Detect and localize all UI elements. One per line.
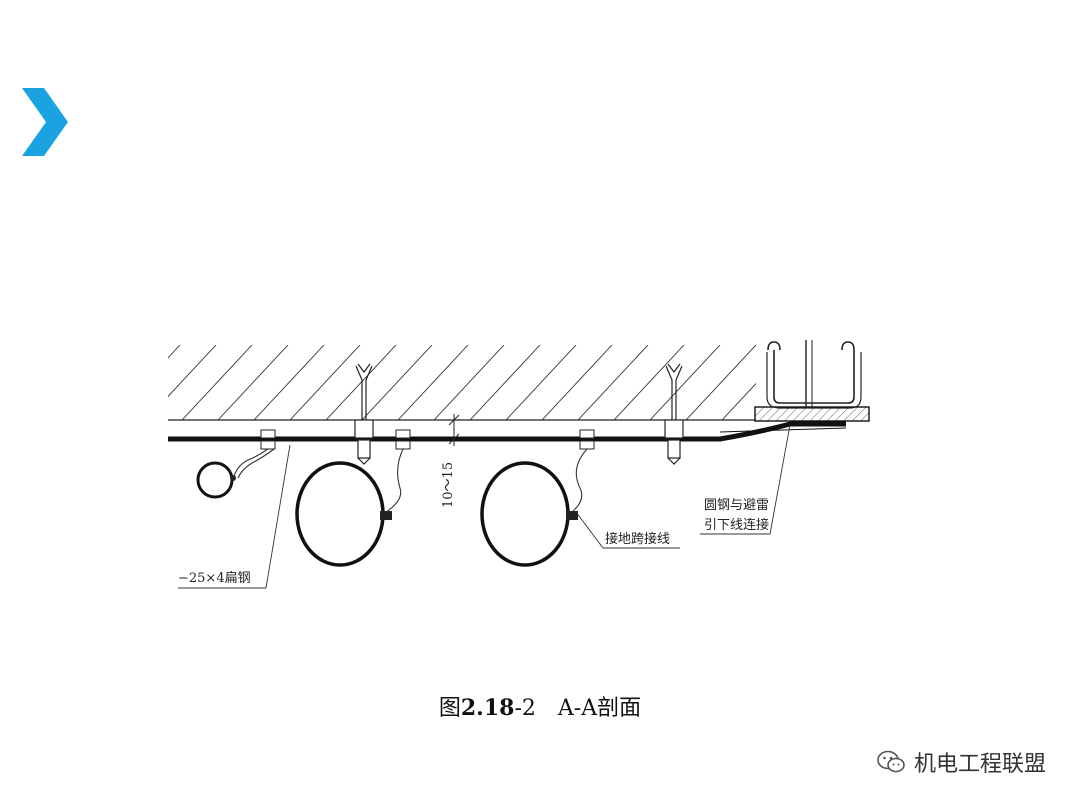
- dimension-marker: [448, 414, 460, 446]
- connection-label-2: 引下线连接: [704, 517, 769, 533]
- bolt-1: [260, 429, 276, 450]
- pipe-1: [295, 461, 385, 567]
- leader-lines: [178, 424, 791, 589]
- pipe-clamp-2: [566, 511, 578, 520]
- watermark: 机电工程联盟: [876, 746, 1046, 778]
- pipe-2: [480, 461, 570, 567]
- caption-number: 2.18: [460, 695, 515, 721]
- jumper-wires: [233, 448, 588, 513]
- pipe-clamp-1: [380, 511, 392, 520]
- chevron-right-icon: [22, 88, 68, 156]
- dimension-label: 10～15: [441, 462, 456, 508]
- chevron-shape: [22, 88, 68, 156]
- flat-steel-bar: [168, 421, 846, 442]
- caption-prefix: 图: [438, 696, 461, 721]
- u-bracket: [767, 341, 855, 404]
- u-bracket-inner: [766, 352, 862, 409]
- flat-steel-label: −25×4扁钢: [178, 571, 251, 586]
- connection-label-1: 圆钢与避雷: [704, 498, 769, 513]
- anchor-bolt-1: [354, 363, 374, 465]
- flat-steel-thin: [719, 427, 847, 433]
- jumper-label: 接地跨接线: [605, 531, 670, 547]
- figure-caption: 图2.18-2 A-A剖面: [0, 690, 1080, 722]
- caption-title: A-A剖面: [557, 696, 642, 721]
- wechat-icon: [877, 750, 905, 773]
- caption-suffix: -2: [514, 696, 536, 721]
- small-pipe-clamp: [230, 475, 236, 481]
- small-pipe: [196, 461, 234, 499]
- embedded-plate: [754, 406, 870, 422]
- anchor-bolt-2: [664, 363, 684, 465]
- watermark-text: 机电工程联盟: [913, 752, 1046, 777]
- concrete-slab-hatch: [168, 345, 756, 420]
